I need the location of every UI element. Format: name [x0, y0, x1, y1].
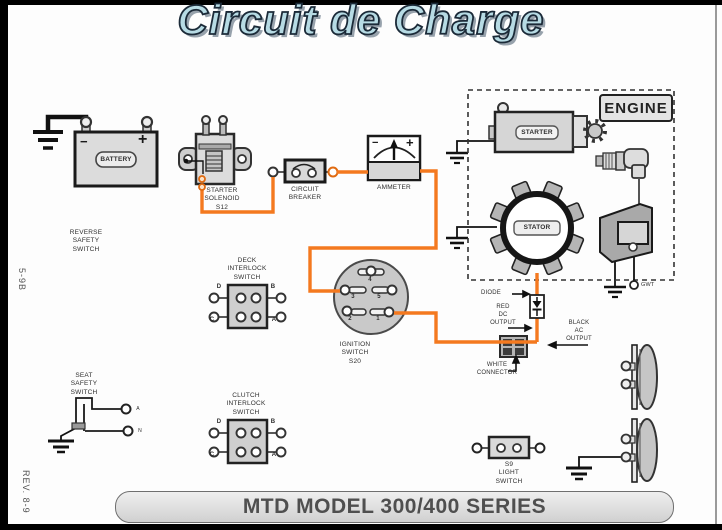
white-connector-label: WHITE CONNECTOR — [476, 362, 518, 376]
seat-safety-switch-symbol — [71, 397, 134, 437]
clutch-terminal-a: A — [271, 452, 277, 458]
stator-label: STATOR — [523, 224, 551, 231]
gwt-label: GWT — [641, 282, 655, 288]
starter-motor-symbol — [488, 102, 607, 154]
clutch-terminal-d: D — [216, 419, 222, 425]
headlight-icon — [620, 344, 658, 410]
circuit-breaker-symbol — [267, 158, 339, 184]
headlight-icon — [620, 418, 658, 483]
deck-terminal-d: D — [216, 284, 222, 290]
ignition-terminal-5: 5 — [377, 294, 381, 300]
page-border-left — [0, 0, 8, 530]
seat-terminal-a: A — [136, 406, 140, 412]
red-dc-output-label: RED DC OUTPUT — [490, 304, 516, 326]
magneto-symbol — [599, 202, 653, 290]
ignition-switch-label: IGNITION SWITCH S20 — [339, 341, 371, 365]
diode-symbol — [529, 294, 545, 319]
ground-icon — [446, 226, 497, 250]
ammeter-minus-sign: − — [372, 137, 379, 149]
annotation-arrows — [508, 289, 588, 372]
page-border-top — [0, 0, 722, 5]
starter-label: STARTER — [521, 128, 553, 136]
ground-icon — [48, 427, 77, 454]
battery-symbol — [73, 115, 159, 188]
deck-terminal-a: A — [271, 317, 277, 323]
black-ac-output-label: BLACK AC OUTPUT — [566, 320, 592, 342]
ignition-terminal-4: 4 — [368, 277, 372, 283]
revision-margin-text: REV. 8-9 — [21, 470, 31, 514]
clutch-terminal-c: C — [209, 452, 215, 458]
seat-terminal-n: N — [138, 428, 142, 434]
diode-label: DIODE — [480, 290, 501, 296]
ground-icon — [566, 456, 621, 481]
starter-solenoid-symbol — [178, 115, 252, 186]
starter-solenoid-label: STARTER SOLENOID S12 — [204, 187, 240, 211]
deck-terminal-b: B — [270, 284, 276, 290]
reverse-safety-switch-label: REVERSE SAFETY SWITCH — [69, 229, 103, 253]
ignition-terminal-1: 1 — [376, 316, 380, 322]
clutch-terminal-b: B — [270, 419, 276, 425]
battery-plus-sign: + — [138, 131, 148, 148]
stator-symbol — [489, 180, 585, 276]
orange-wire-path — [200, 169, 539, 344]
ammeter-symbol — [366, 134, 422, 182]
clutch-interlock-label: CLUTCH INTERLOCK SWITCH — [226, 392, 266, 416]
ignition-terminal-2: 2 — [348, 316, 352, 322]
spark-plug-coil-symbol — [595, 148, 649, 222]
clutch-interlock-symbol — [208, 418, 287, 465]
page-border-bottom — [0, 524, 722, 530]
page-border-right — [715, 5, 717, 524]
page-ref-margin-text: 5-9B — [17, 268, 27, 292]
ammeter-plus-sign: + — [406, 135, 414, 150]
battery-minus-sign: − — [80, 134, 88, 149]
wire-terminal-bead — [198, 183, 206, 191]
ground-icon — [446, 140, 495, 165]
ignition-switch-symbol — [333, 259, 409, 335]
white-connector-symbol — [499, 335, 528, 358]
circuit-breaker-label: CIRCUIT BREAKER — [288, 186, 322, 202]
page-title: Circuit de Charge — [177, 0, 545, 44]
light-switch-symbol — [471, 435, 546, 460]
model-banner-label: MTD MODEL 300/400 SERIES — [242, 495, 547, 518]
ammeter-label: AMMETER — [377, 184, 411, 191]
wire-terminal-bead — [198, 175, 206, 183]
engine-boundary — [467, 89, 675, 281]
model-banner: MTD MODEL 300/400 SERIES — [115, 491, 674, 523]
battery-label: BATTERY — [100, 156, 132, 163]
light-switch-label: S9 LIGHT SWITCH — [495, 461, 523, 485]
engine-label: ENGINE — [604, 99, 668, 117]
deck-terminal-c: C — [209, 317, 215, 323]
deck-interlock-label: DECK INTERLOCK SWITCH — [227, 257, 267, 281]
seat-safety-switch-label: SEAT SAFETY SWITCH — [70, 372, 98, 396]
deck-interlock-symbol — [208, 283, 287, 330]
ignition-terminal-3: 3 — [351, 294, 355, 300]
